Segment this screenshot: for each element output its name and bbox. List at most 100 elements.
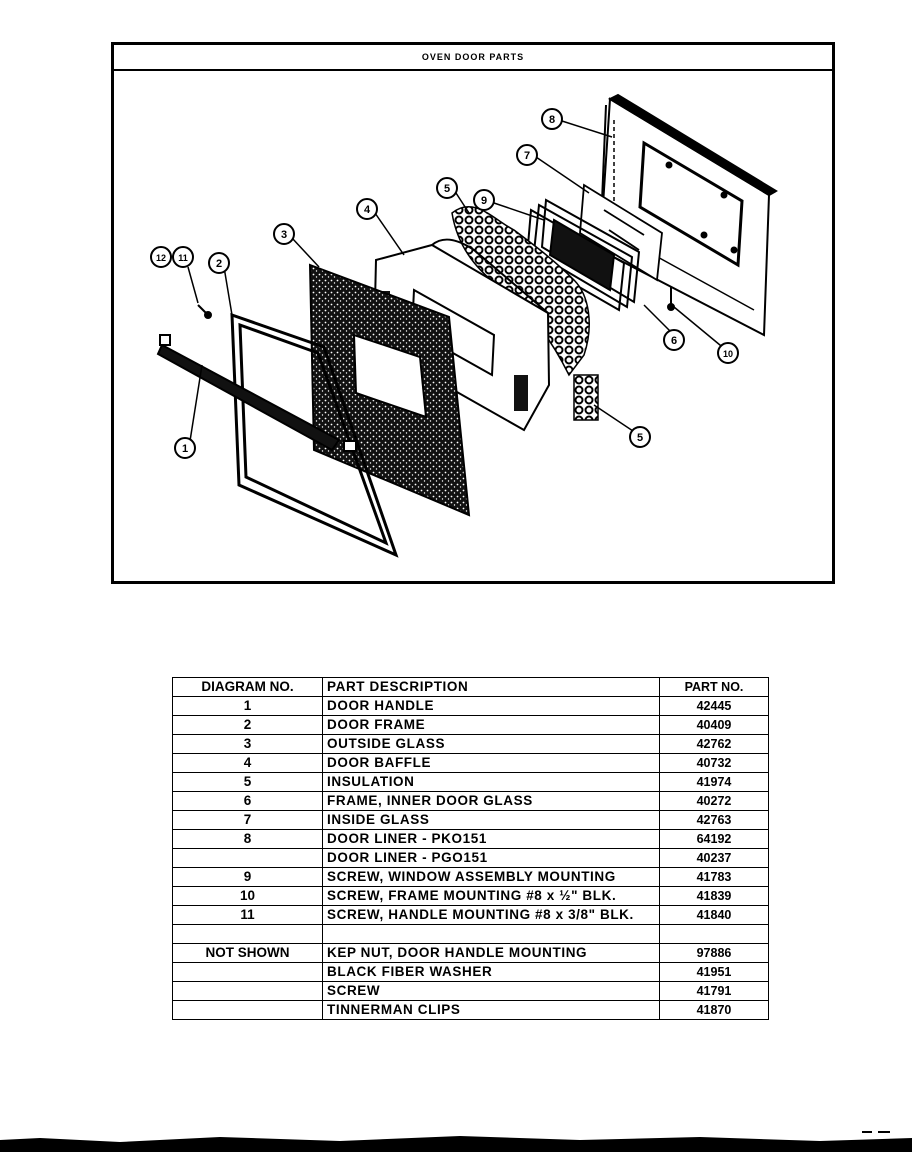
- scan-edge-noise: [0, 1131, 912, 1152]
- cell-part-description: BLACK FIBER WASHER: [322, 962, 660, 982]
- callout-5-bottom: [629, 426, 651, 448]
- cell-diagram-no: 9: [172, 867, 323, 887]
- callout-6: [663, 329, 685, 351]
- callout-5-top: [436, 177, 458, 199]
- callout-label: 2: [216, 258, 222, 270]
- cell-part-no: 64192: [659, 829, 769, 849]
- callout-label: 3: [281, 229, 287, 241]
- cell-part-description: SCREW, WINDOW ASSEMBLY MOUNTING: [322, 867, 660, 887]
- callout-label: 5: [637, 432, 643, 444]
- cell-part-description: TINNERMAN CLIPS: [322, 1000, 660, 1020]
- cell-diagram-no: [172, 981, 323, 1001]
- cell-part-no: 41840: [659, 905, 769, 925]
- cell-part-no: 40409: [659, 715, 769, 735]
- table-header-row: DIAGRAM NO. PART DESCRIPTION PART NO.: [172, 677, 769, 697]
- cell-diagram-no: NOT SHOWN: [172, 943, 323, 963]
- cell-part-no: [659, 924, 769, 944]
- part-handle-screw: [197, 304, 212, 319]
- cell-part-no: 40237: [659, 848, 769, 868]
- header-part-no: PART NO.: [659, 677, 769, 697]
- cell-part-description: KEP NUT, DOOR HANDLE MOUNTING: [322, 943, 660, 963]
- part-outside-glass: [308, 263, 471, 517]
- cell-part-description: INSULATION: [322, 772, 660, 792]
- callout-label: 8: [549, 114, 555, 126]
- cell-part-description: DOOR BAFFLE: [322, 753, 660, 773]
- callout-7: [516, 144, 538, 166]
- callout-label: 9: [481, 195, 487, 207]
- cell-part-description: SCREW, HANDLE MOUNTING #8 x 3/8" BLK.: [322, 905, 660, 925]
- cell-part-description: SCREW: [322, 981, 660, 1001]
- cell-part-no: 40272: [659, 791, 769, 811]
- cell-part-no: 40732: [659, 753, 769, 773]
- cell-diagram-no: 4: [172, 753, 323, 773]
- callout-label: 1: [182, 443, 188, 455]
- cell-diagram-no: [172, 962, 323, 982]
- cell-diagram-no: 10: [172, 886, 323, 906]
- cell-part-description: INSIDE GLASS: [322, 810, 660, 830]
- cell-diagram-no: [172, 1000, 323, 1020]
- cell-part-description: DOOR FRAME: [322, 715, 660, 735]
- cell-diagram-no: 8: [172, 829, 323, 849]
- callout-2: [208, 252, 230, 274]
- callout-label: 11: [178, 253, 188, 263]
- part-door-handle: [156, 334, 357, 452]
- cell-diagram-no: 3: [172, 734, 323, 754]
- cell-part-no: 41951: [659, 962, 769, 982]
- callout-1: [174, 437, 196, 459]
- header-diagram-no: DIAGRAM NO.: [172, 677, 323, 697]
- callout-label: 5: [444, 183, 450, 195]
- cell-diagram-no: 7: [172, 810, 323, 830]
- callout-label: 12: [156, 253, 166, 263]
- callout-10: [717, 342, 739, 364]
- cell-diagram-no: 6: [172, 791, 323, 811]
- part-frame-inner-door-glass: [525, 198, 641, 312]
- part-frame-screw: [667, 287, 675, 311]
- cell-diagram-no: [172, 924, 323, 944]
- cell-part-no: 41839: [659, 886, 769, 906]
- header-part-description: PART DESCRIPTION: [322, 677, 660, 697]
- exploded-view-diagram: 1 2 3 4 5 5 6 7 8 9 10 11 12: [150, 93, 778, 558]
- callout-12: [150, 246, 172, 268]
- cell-part-description: DOOR HANDLE: [322, 696, 660, 716]
- leader-lines: [187, 120, 727, 442]
- part-door-frame: [230, 312, 399, 558]
- cell-diagram-no: 5: [172, 772, 323, 792]
- callout-label: 10: [723, 349, 733, 359]
- cell-diagram-no: 1: [172, 696, 323, 716]
- table-row: [172, 924, 769, 944]
- part-door-liner: [598, 93, 778, 337]
- callout-3: [273, 223, 295, 245]
- cell-diagram-no: 2: [172, 715, 323, 735]
- cell-part-no: 41783: [659, 867, 769, 887]
- callout-label: 7: [524, 150, 530, 162]
- callout-circles: [150, 108, 739, 459]
- callout-4: [356, 198, 378, 220]
- diagram-title-bar: OVEN DOOR PARTS: [114, 45, 832, 71]
- cell-part-no: 42445: [659, 696, 769, 716]
- callout-label: 6: [671, 335, 677, 347]
- part-inside-glass: [579, 183, 663, 282]
- cell-part-description: DOOR LINER - PKO151: [322, 829, 660, 849]
- cell-part-description: FRAME, INNER DOOR GLASS: [322, 791, 660, 811]
- cell-part-no: 41870: [659, 1000, 769, 1020]
- callout-label: 4: [364, 204, 371, 216]
- cell-part-no: 42763: [659, 810, 769, 830]
- cell-part-no: 97886: [659, 943, 769, 963]
